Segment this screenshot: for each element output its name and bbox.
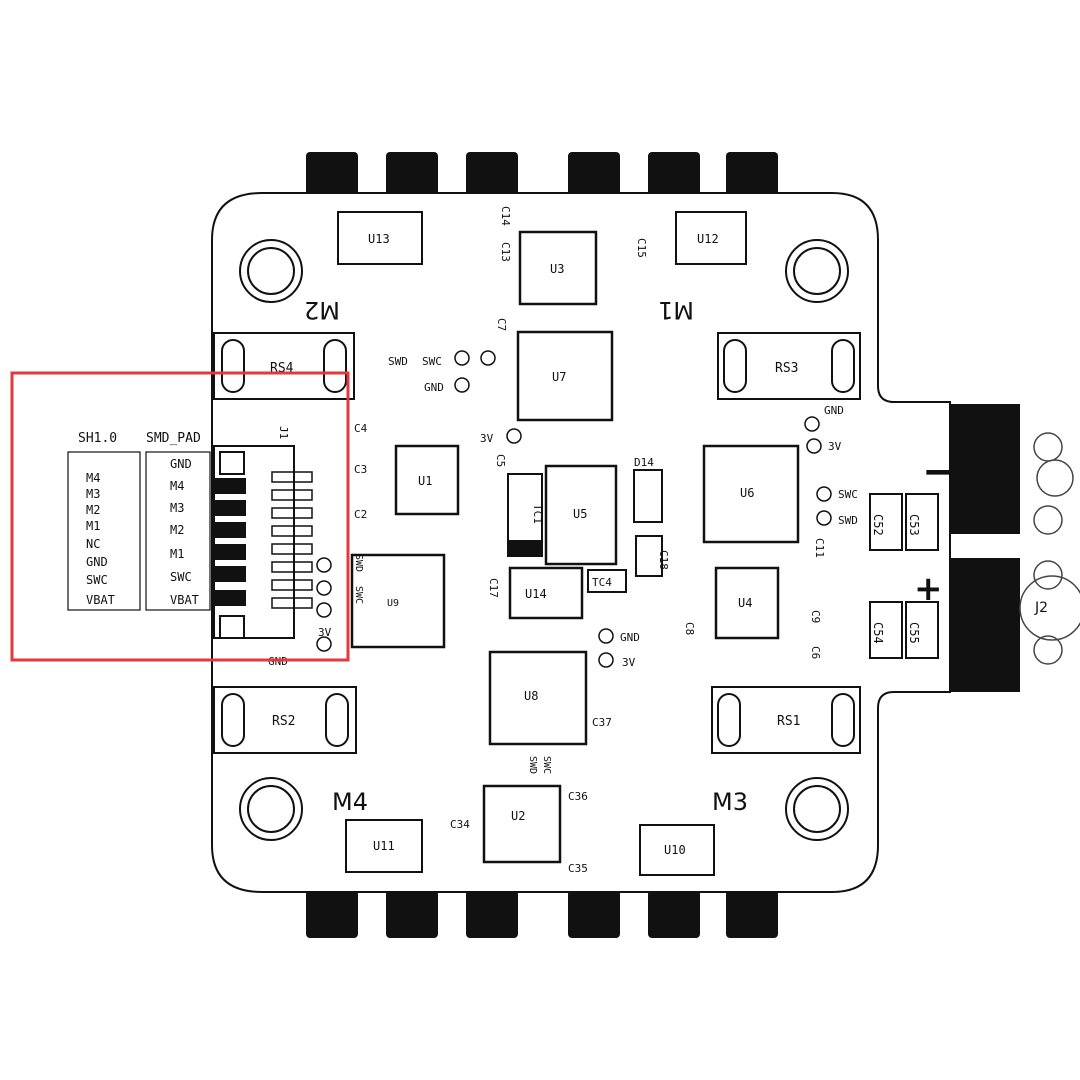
c15-label: C15 xyxy=(635,238,648,258)
c11-label: C11 xyxy=(813,538,826,558)
j1-connector xyxy=(213,445,313,639)
j1-label: J1 xyxy=(277,426,290,439)
u11-label: U11 xyxy=(373,839,395,853)
swd-label-top: SWD xyxy=(388,355,408,368)
swc-label-top: SWC xyxy=(422,355,442,368)
swd-label-left: SWD xyxy=(353,554,364,572)
gnd-label-center: GND xyxy=(620,631,640,644)
c55-label: C55 xyxy=(907,622,921,644)
bulk-capacitors xyxy=(869,493,939,659)
c17-label: C17 xyxy=(487,578,500,598)
u8-label: U8 xyxy=(524,689,538,703)
u4-label: U4 xyxy=(738,596,752,610)
swc-label-left: SWC xyxy=(353,586,364,604)
j2-label: J2 xyxy=(1034,600,1048,616)
c35-label: C35 xyxy=(568,862,588,875)
sh-pin: GND xyxy=(86,555,108,569)
c52-label: C52 xyxy=(871,514,885,536)
m3-label: M3 xyxy=(712,788,748,816)
test-points xyxy=(316,350,832,668)
rs1-label: RS1 xyxy=(777,714,800,729)
u2-label: U2 xyxy=(511,809,525,823)
swc-label-bottom: SWC xyxy=(541,756,552,774)
c18-label: C18 xyxy=(657,550,670,570)
smd-pin: SWC xyxy=(170,570,192,584)
minus-sign: − xyxy=(922,449,956,495)
c53-label: C53 xyxy=(907,514,921,536)
motor-tabs-bottom xyxy=(306,890,778,938)
misc-parts xyxy=(507,469,663,593)
d14-label: D14 xyxy=(634,456,654,469)
smd-pin: M1 xyxy=(170,547,184,561)
sh-pin: M1 xyxy=(86,519,100,533)
sh-pin: NC xyxy=(86,537,100,551)
m1-label: M1 xyxy=(658,296,694,324)
smd-header: SMD_PAD xyxy=(146,431,201,446)
sh-pin: M2 xyxy=(86,503,100,517)
u9-label: U9 xyxy=(387,598,399,609)
m4-label: M4 xyxy=(332,788,368,816)
u7-label: U7 xyxy=(552,370,566,384)
tc4-label: TC4 xyxy=(592,576,612,589)
smd-pin: M3 xyxy=(170,501,184,515)
c6-label: C6 xyxy=(809,646,822,659)
v3-label-right: 3V xyxy=(828,440,842,453)
motor-tabs-top xyxy=(306,152,778,198)
v3-label-bottom: 3V xyxy=(622,656,636,669)
smd-pin: M2 xyxy=(170,523,184,537)
u1-label: U1 xyxy=(418,474,432,488)
c34-label: C34 xyxy=(450,818,470,831)
c8-label: C8 xyxy=(683,622,696,635)
swc-label-right: SWC xyxy=(838,488,858,501)
gnd-label-right: GND xyxy=(824,404,844,417)
m2-label: M2 xyxy=(304,296,340,324)
gnd-label-top: GND xyxy=(424,381,444,394)
u12-label: U12 xyxy=(697,232,719,246)
sh-pin: VBAT xyxy=(86,593,115,607)
c7-label: C7 xyxy=(495,318,508,331)
u10-label: U10 xyxy=(664,843,686,857)
u6-label: U6 xyxy=(740,486,754,500)
c2-label: C2 xyxy=(354,508,367,521)
v3-label-left: 3V xyxy=(318,626,332,639)
c36-label: C36 xyxy=(568,790,588,803)
u14-label: U14 xyxy=(525,587,547,601)
smd-pin: GND xyxy=(170,457,192,471)
tc1-label: TC1 xyxy=(531,504,544,524)
rs2-label: RS2 xyxy=(272,714,295,729)
rs3-label: RS3 xyxy=(775,361,798,376)
u13-label: U13 xyxy=(368,232,390,246)
swd-label-bottom: SWD xyxy=(527,756,538,774)
power-connector: J2 xyxy=(950,404,1080,692)
sh-pin-list: M4 M3 M2 M1 NC GND SWC VBAT xyxy=(86,471,115,607)
ic-packages xyxy=(350,230,800,864)
u5-label: U5 xyxy=(573,507,587,521)
v3-label-center: 3V xyxy=(480,432,494,445)
c3-label: C3 xyxy=(354,463,367,476)
driver-packages xyxy=(337,211,747,876)
c5-label: C5 xyxy=(494,454,507,467)
c54-label: C54 xyxy=(871,622,885,644)
c13-label: C13 xyxy=(499,242,512,262)
smd-pin-list: GND M4 M3 M2 M1 SWC VBAT xyxy=(170,457,199,607)
pinout-legend xyxy=(67,451,211,611)
highlight-box xyxy=(10,371,350,662)
board-outline xyxy=(211,192,951,893)
c14-label: C14 xyxy=(499,206,512,226)
swd-label-right: SWD xyxy=(838,514,858,527)
sh-header: SH1.0 xyxy=(78,431,117,446)
c4-label: C4 xyxy=(354,422,368,435)
shunt-resistors xyxy=(213,332,861,754)
sh-pin: M4 xyxy=(86,471,100,485)
u3-label: U3 xyxy=(550,262,564,276)
sh-pin: SWC xyxy=(86,573,108,587)
sh-pin: M3 xyxy=(86,487,100,501)
smd-pin: VBAT xyxy=(170,593,199,607)
c9-label: C9 xyxy=(809,610,822,623)
smd-pin: M4 xyxy=(170,479,184,493)
mounting-holes xyxy=(239,239,849,841)
c37-label: C37 xyxy=(592,716,612,729)
